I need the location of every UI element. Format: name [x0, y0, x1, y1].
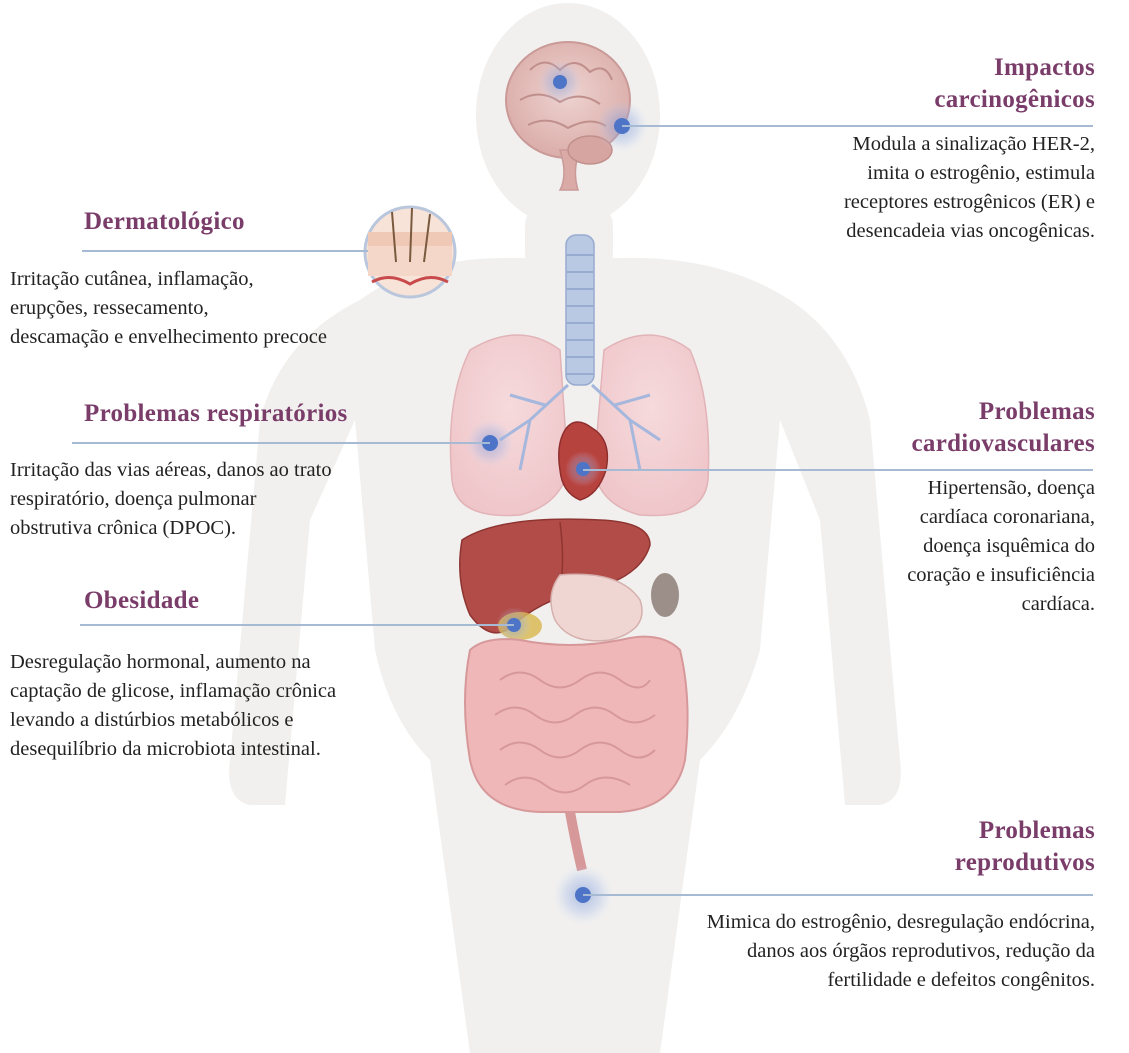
- skin-cross-section-icon: [365, 207, 455, 297]
- respiratory-block: Problemas respiratórios: [84, 398, 348, 430]
- obesity-description: Desregulação hormonal, aumento na captaç…: [10, 648, 336, 764]
- obesity-block: Obesidade: [84, 585, 199, 617]
- cardiovascular-description: Hipertensão, doença cardíaca coronariana…: [795, 474, 1095, 619]
- dermatological-connector: [82, 250, 368, 252]
- reproductive-block: Problemas reprodutivos: [795, 815, 1095, 879]
- reproductive-connector: [583, 894, 1093, 896]
- carcinogenic-block: Impactos carcinogênicos Modula a sinaliz…: [735, 52, 1095, 246]
- respiratory-description: Irritação das vias aéreas, danos ao trat…: [10, 456, 332, 543]
- dermatological-title: Dermatológico: [84, 206, 245, 238]
- respiratory-title: Problemas respiratórios: [84, 398, 348, 430]
- dermatological-description: Irritação cutânea, inflamação, erupções,…: [10, 265, 327, 352]
- carcinogenic-description: Modula a sinalização HER-2, imita o estr…: [735, 130, 1095, 246]
- obesity-title: Obesidade: [84, 585, 199, 617]
- reproductive-description: Mimica do estrogênio, desregulação endóc…: [575, 908, 1095, 995]
- obesity-connector: [80, 624, 514, 626]
- dermatological-block: Dermatológico: [84, 206, 245, 238]
- cardiovascular-title: Problemas cardiovasculares: [795, 396, 1095, 460]
- cardiovascular-block: Problemas cardiovasculares Hipertensão, …: [795, 396, 1095, 619]
- respiratory-connector: [72, 442, 490, 444]
- reproductive-title: Problemas reprodutivos: [795, 815, 1095, 879]
- trachea-icon: [566, 235, 594, 385]
- carcinogenic-title: Impactos carcinogênicos: [735, 52, 1095, 116]
